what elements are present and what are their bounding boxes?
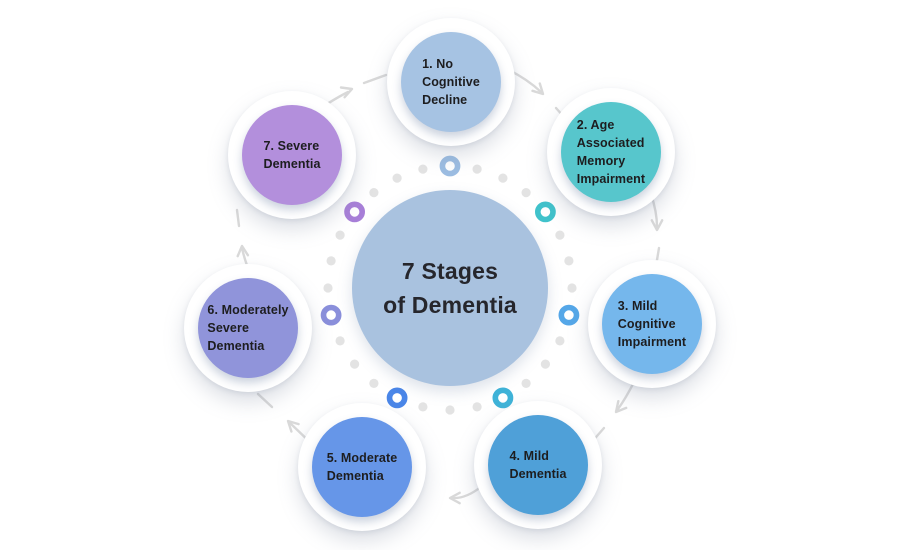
ring-dot [564,256,574,266]
ring-dot [540,359,551,369]
ring-dot [472,402,482,412]
ring-dot [326,256,336,266]
ring-dot [369,188,379,198]
ring-dot [521,378,531,388]
donut-accent-stage-6 [320,304,342,326]
center-circle: 7 Stages of Dementia [352,190,548,386]
center-title: 7 Stages of Dementia [383,254,517,323]
ring-dot [350,359,360,369]
ring-dot [555,230,565,240]
donut-accent-stage-5 [386,387,408,409]
center-title-line1: 7 Stages [401,257,499,284]
ring-dot [335,230,345,240]
donut-accent-stage-7 [344,201,365,223]
donut-accent-stage-4 [492,387,514,409]
ring-dot [472,164,482,174]
donut-accent-stage-3 [558,304,580,326]
ring-dot [498,173,508,183]
ring-dot [567,283,577,293]
ring-dot [392,173,402,183]
ring-dot [418,164,428,174]
ring-dot [369,378,379,388]
ring-dot [555,336,565,346]
ring-dot [418,402,428,412]
donut-accent-stage-1 [439,155,461,177]
ring-dot [335,336,345,346]
donut-accent-stage-2 [535,201,556,223]
center-title-line2: of Dementia [383,292,517,318]
ring-dot [323,283,333,293]
ring-dot [521,188,531,198]
ring-dot [445,405,455,415]
